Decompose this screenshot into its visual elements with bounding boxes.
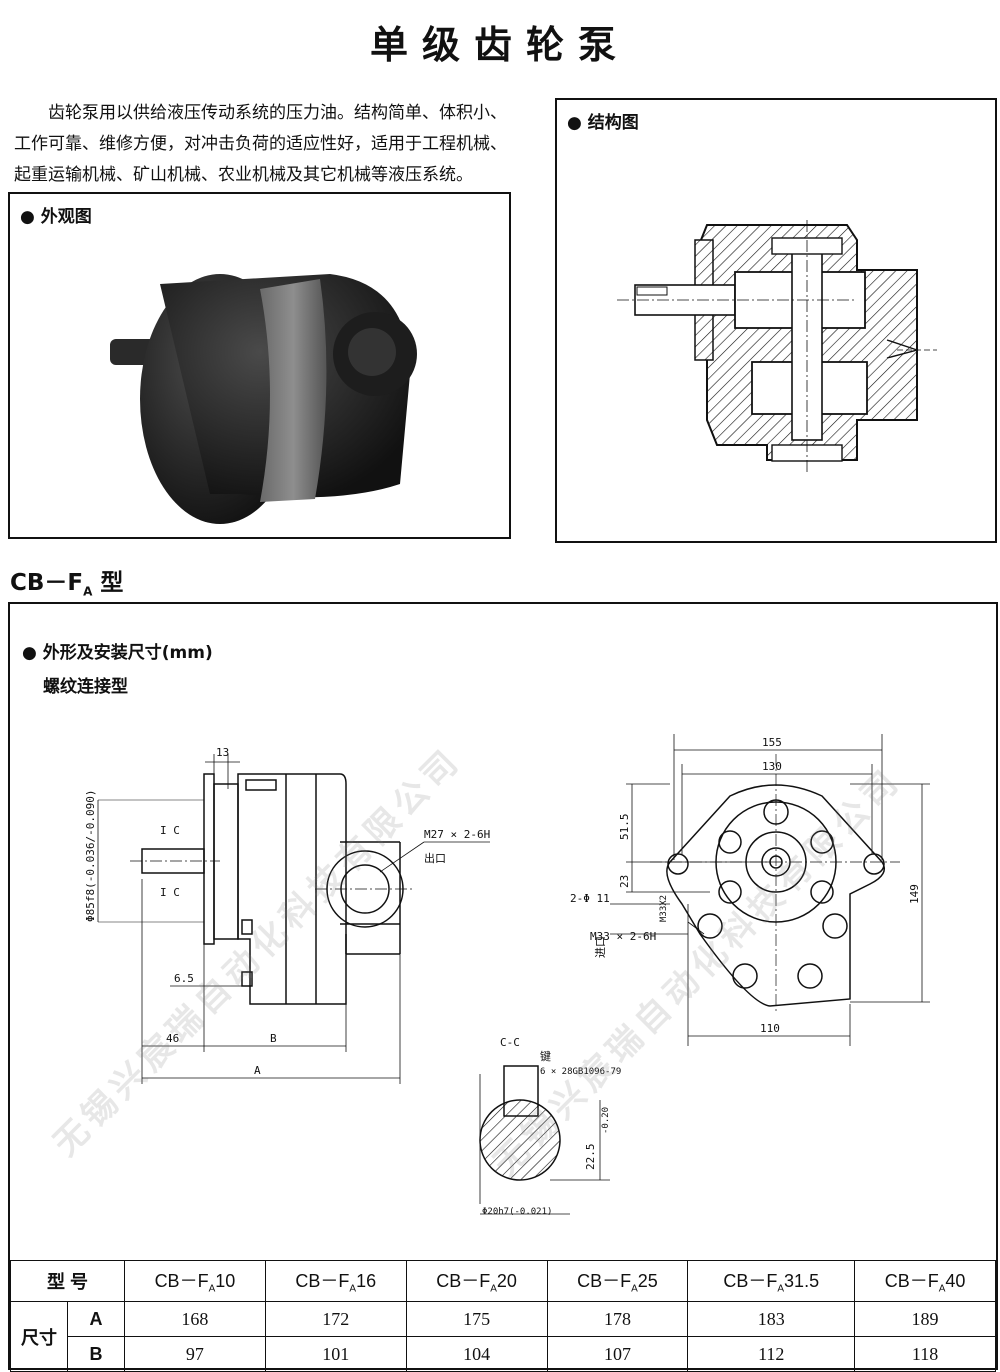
- label-225: 22.5: [584, 1144, 597, 1171]
- model-prefix: CB－F: [10, 570, 84, 596]
- label-shaft-dia: Φ85f8(-0.036/-0.090): [84, 790, 97, 922]
- front-bolt-hole-left: [667, 853, 689, 875]
- model-suffix: 型: [92, 570, 124, 596]
- intro-text: 齿轮泵用以供给液压传动系统的压力油。结构简单、体积小、工作可靠、维修方便，对冲击…: [14, 103, 507, 185]
- side-flange: [203, 773, 215, 945]
- appearance-title: ● 外观图: [20, 207, 92, 227]
- label-515: 51.5: [618, 814, 631, 841]
- dimension-drawing: 13 I C I C 6.5 46 B A M27 × 2-6H 出口 Φ85f…: [84, 734, 930, 1217]
- appearance-panel: ● 外观图: [8, 192, 511, 539]
- table-cell: 172: [264, 1301, 407, 1337]
- label-110: 110: [760, 1022, 780, 1035]
- table-cell: 175: [405, 1301, 548, 1337]
- page-title: 单级齿轮泵: [369, 23, 630, 67]
- header-label: 型 号: [10, 1260, 125, 1302]
- structure-title: ● 结构图: [567, 113, 639, 133]
- label-key-spec: 6 × 28GB1096-79: [540, 1067, 621, 1077]
- label-shaft-bottom: Φ20h7(-0.021): [482, 1207, 552, 1217]
- label-ic-top: I C: [160, 824, 180, 837]
- table-cell: 189: [854, 1301, 996, 1337]
- side-body: [237, 773, 347, 1005]
- table-cell: 168: [124, 1301, 266, 1337]
- table-cell: 183: [687, 1301, 856, 1337]
- model-cell: CB－FA20: [405, 1260, 548, 1302]
- table-cell: 178: [546, 1301, 689, 1337]
- structure-panel: ● 结构图: [555, 98, 997, 543]
- structure-diagram: [617, 220, 937, 475]
- label-key: 键: [540, 1049, 551, 1063]
- label-holes: 2-Φ 11: [570, 892, 610, 905]
- side-front-cover: [213, 783, 239, 940]
- model-cell: CB－FA10: [124, 1260, 266, 1302]
- dimension-subtitle: 螺纹连接型: [43, 677, 128, 697]
- label-m33: M33X2: [659, 895, 669, 922]
- label-A: A: [254, 1064, 261, 1077]
- model-cell: CB－FA16: [264, 1260, 407, 1302]
- table-cell: 107: [546, 1336, 689, 1372]
- dimension-title: ● 外形及安装尺寸(mm): [22, 643, 213, 663]
- model-sub: A: [83, 584, 93, 599]
- model-cell: CB－FA25: [546, 1260, 689, 1302]
- label-ic-bottom: I C: [160, 886, 180, 899]
- label-149: 149: [908, 884, 921, 904]
- label-13: 13: [216, 746, 229, 759]
- spec-table: 型 号 CB－FA10 CB－FA16 CB－FA20 CB－FA25 CB－F…: [10, 1260, 996, 1372]
- table-cell: 104: [405, 1336, 548, 1372]
- model-title: CB－FA 型: [10, 563, 123, 599]
- table-row: B 97 101 104 107 112 118: [11, 1336, 996, 1372]
- label-thread-in: M33 × 2-6H: [590, 930, 656, 943]
- pump-photo: [110, 274, 417, 524]
- front-bolt-hole-right: [863, 853, 885, 875]
- front-flange: [666, 784, 885, 1007]
- table-cell: 97: [124, 1336, 266, 1372]
- model-cell: CB－FA31.5: [687, 1260, 856, 1302]
- size-label: 尺寸: [10, 1301, 68, 1372]
- intro-paragraph: 齿轮泵用以供给液压传动系统的压力油。结构简单、体积小、工作可靠、维修方便，对冲击…: [14, 98, 514, 191]
- row-label: A: [67, 1301, 125, 1337]
- table-cell: 118: [854, 1336, 996, 1372]
- table-row: 尺寸 A 168 172 175 178 183 189: [10, 1301, 996, 1372]
- model-cell: CB－FA40: [854, 1260, 996, 1302]
- label-thread-out: M27 × 2-6H: [424, 828, 490, 841]
- dimension-panel: ● 外形及安装尺寸(mm) 螺纹连接型: [8, 602, 998, 1372]
- table-header-row: 型 号 CB－FA10 CB－FA16 CB－FA20 CB－FA25 CB－F…: [10, 1260, 996, 1302]
- label-outlet: 出口: [424, 851, 446, 865]
- label-46: 46: [166, 1032, 179, 1045]
- label-65: 6.5: [174, 972, 194, 985]
- table-cell: 101: [264, 1336, 407, 1372]
- label-cc: C-C: [500, 1036, 520, 1049]
- label-23: 23: [618, 875, 631, 888]
- row-label: B: [67, 1336, 125, 1372]
- label-inlet: 进口: [594, 936, 607, 958]
- label-225-tol: -0.20: [601, 1107, 611, 1134]
- label-B: B: [270, 1032, 277, 1045]
- label-130: 130: [762, 760, 782, 773]
- label-155: 155: [762, 736, 782, 749]
- cc-section-circle: [479, 1099, 561, 1181]
- table-cell: 112: [687, 1336, 856, 1372]
